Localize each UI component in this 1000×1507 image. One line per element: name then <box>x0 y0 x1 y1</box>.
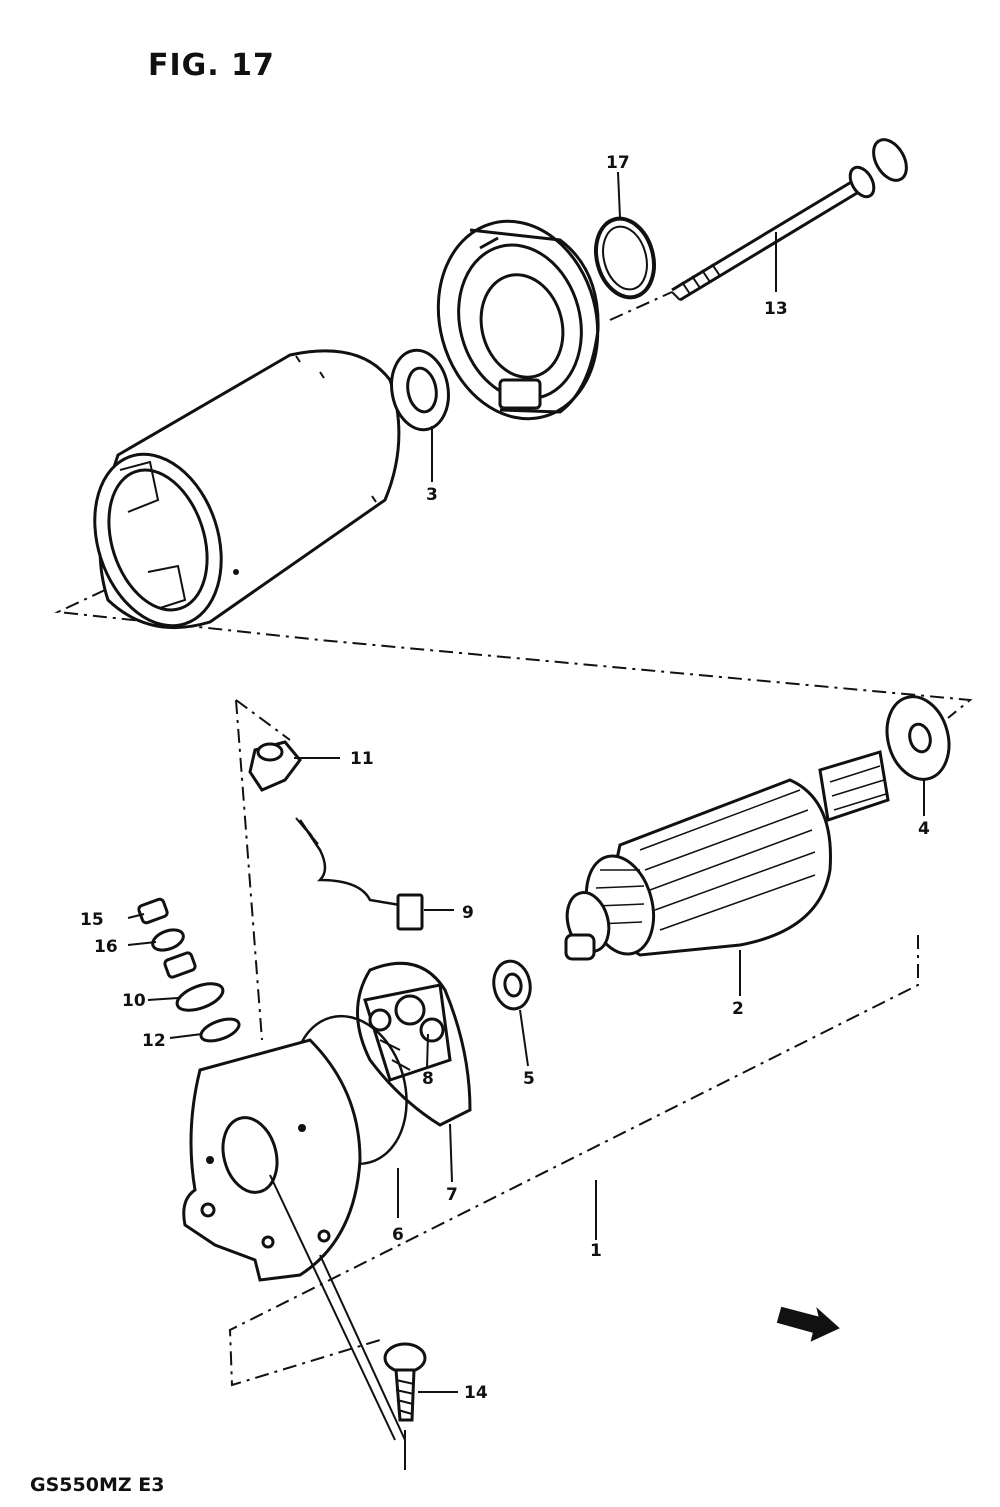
callout-17: 17 <box>606 153 630 173</box>
washer-5 <box>492 959 532 1011</box>
terminal-11 <box>248 740 302 792</box>
rear-end-cover <box>436 219 600 421</box>
callout-4: 4 <box>918 819 930 839</box>
front-direction-arrow-icon <box>776 1306 840 1342</box>
callout-12: 12 <box>142 1031 166 1051</box>
callout-14: 14 <box>464 1383 488 1403</box>
o-ring-12 <box>199 1017 241 1043</box>
callout-9: 9 <box>462 903 474 923</box>
upper-dash-frame <box>54 589 973 719</box>
screw-14 <box>269 1174 427 1470</box>
brush-9 <box>295 817 424 931</box>
figure-title: FIG. 17 <box>148 48 275 83</box>
model-code: GS550MZ E3 <box>30 1474 165 1496</box>
callout-11: 11 <box>350 749 374 769</box>
motor-yoke-housing <box>93 349 401 630</box>
thrust-washer-4 <box>885 695 951 781</box>
callout-2: 2 <box>732 999 744 1019</box>
nut-15 <box>137 897 169 925</box>
callout-1: 1 <box>590 1241 602 1261</box>
callout-13: 13 <box>764 299 788 319</box>
through-bolt-13 <box>609 138 908 321</box>
leader-lines <box>127 171 925 1393</box>
callout-7: 7 <box>446 1185 458 1205</box>
front-housing <box>182 1038 362 1282</box>
lower-dash-frame <box>228 699 919 1387</box>
nut-extra <box>163 951 197 979</box>
callout-6: 6 <box>392 1225 404 1245</box>
callout-3: 3 <box>426 485 438 505</box>
callout-10: 10 <box>122 991 146 1011</box>
callout-8: 8 <box>422 1069 434 1089</box>
o-ring-17 <box>594 216 656 300</box>
brush-plate-7 <box>356 961 472 1127</box>
washer-10 <box>175 982 225 1012</box>
callout-15: 15 <box>80 910 104 930</box>
callout-16: 16 <box>94 937 118 957</box>
callout-5: 5 <box>523 1069 535 1089</box>
armature-2 <box>564 750 890 961</box>
oil-seal-3 <box>390 348 450 432</box>
washer-16 <box>151 928 185 952</box>
